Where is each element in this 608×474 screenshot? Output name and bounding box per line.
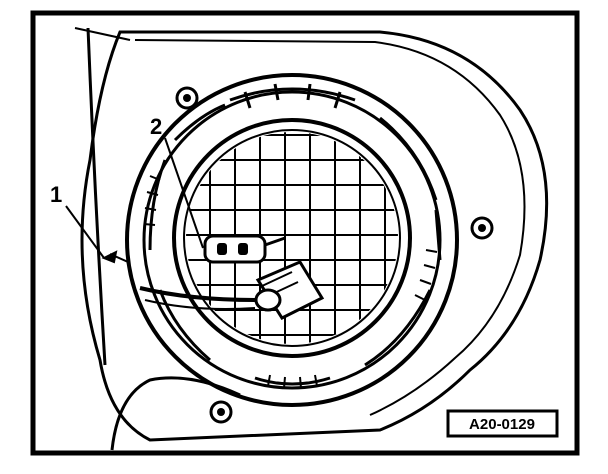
body-edge-line (86, 27, 107, 366)
callout-1-label: 1 (50, 182, 62, 207)
mounting-bolt-top (175, 86, 199, 110)
callout-1-leader (65, 205, 105, 259)
wire-harness (139, 286, 256, 302)
callout-1-arrow-icon (101, 250, 129, 264)
tank-housing-outline (80, 30, 549, 442)
mounting-bolt-bottom (209, 400, 233, 424)
ring-hatching (143, 175, 438, 389)
wire-harness-2 (144, 299, 256, 310)
reference-code: A20-0129 (469, 416, 535, 433)
mounting-bolt-right (470, 216, 494, 240)
locking-ring-inner (142, 90, 442, 390)
flange-opening-lip (183, 129, 401, 347)
locking-ring-outer (125, 73, 459, 407)
locking-ring-tabs (148, 83, 442, 386)
callout-2-leader (164, 137, 204, 249)
reference-code-box (446, 409, 559, 438)
tank-housing-outline-inner (134, 39, 526, 416)
electrical-connector-plug (254, 260, 325, 320)
body-edge-line-2 (74, 27, 131, 41)
flange-opening (172, 118, 412, 358)
connector-socket (203, 234, 286, 264)
callout-2-label: 2 (150, 114, 162, 139)
